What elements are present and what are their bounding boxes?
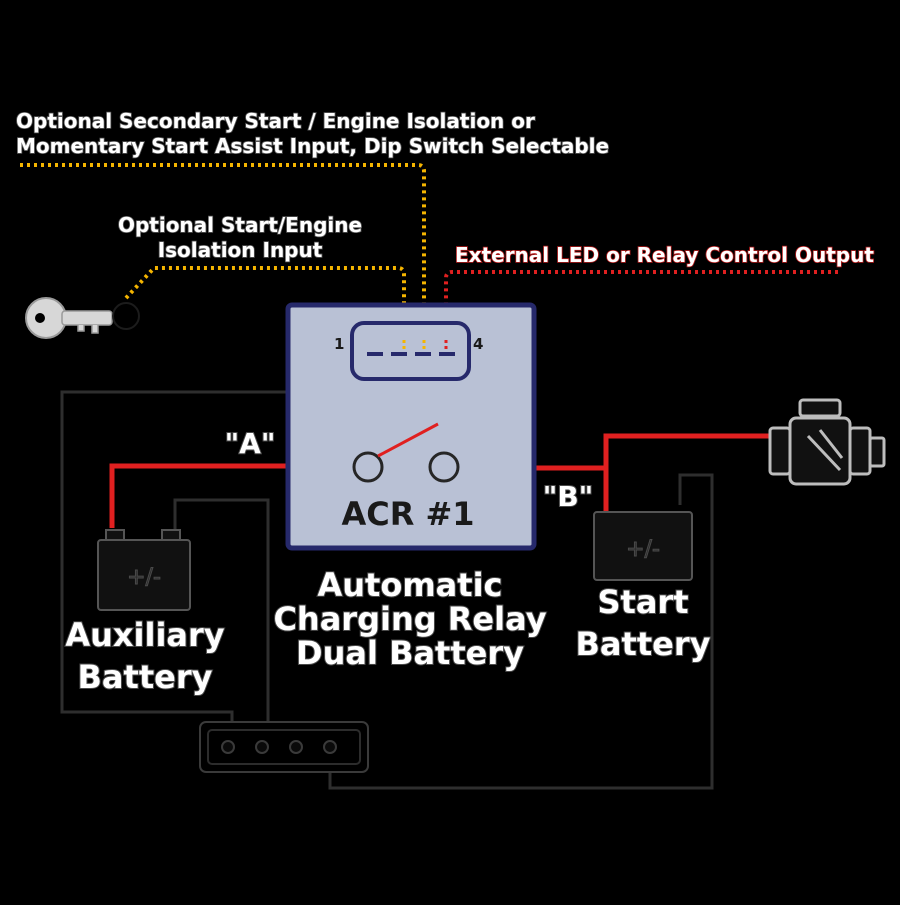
terminal-a-label: "A" <box>225 427 276 460</box>
pin-4-label: 4 <box>473 335 483 353</box>
aux-battery-icon: +/- <box>97 529 191 611</box>
relay-box: 1 4 ACR #1 <box>285 302 537 551</box>
external-output-wire <box>444 270 838 340</box>
external-output-label: External LED or Relay Control Output <box>455 243 874 267</box>
start-isolation-wire <box>124 266 406 340</box>
relay-name: ACR #1 <box>341 495 474 533</box>
terminal-a-contact <box>352 451 384 483</box>
wire-b <box>470 433 755 512</box>
wire-a <box>109 463 318 528</box>
engine-icon <box>768 398 886 486</box>
aux-battery-label-line1: Auxiliary <box>65 616 224 654</box>
pin-1-label: 1 <box>334 335 344 353</box>
start-battery-label-line1: Start <box>597 583 688 621</box>
relay-desc-line3: Dual Battery <box>296 634 524 672</box>
start-isolation-label-line2: Isolation Input <box>158 238 323 262</box>
relay-connector <box>350 321 471 381</box>
key-icon <box>25 297 140 339</box>
secondary-input-label-line1: Optional Secondary Start / Engine Isolat… <box>16 109 535 133</box>
start-battery-icon: +/- <box>593 511 693 581</box>
start-battery-symbol: +/- <box>626 537 660 562</box>
terminal-b-contact <box>428 451 460 483</box>
relay-desc-line1: Automatic <box>318 566 503 604</box>
aux-battery-label-line2: Battery <box>78 658 213 696</box>
start-battery-label-line2: Battery <box>576 625 711 663</box>
secondary-input-wire <box>20 163 426 340</box>
start-isolation-label-line1: Optional Start/Engine <box>118 213 362 237</box>
relay-switch-arm <box>377 422 439 458</box>
bus-bar-icon <box>199 721 369 773</box>
aux-battery-symbol: +/- <box>127 565 161 590</box>
relay-desc-line2: Charging Relay <box>273 600 546 638</box>
secondary-input-label-line2: Momentary Start Assist Input, Dip Switch… <box>16 134 609 158</box>
terminal-b-label: "B" <box>543 480 594 513</box>
